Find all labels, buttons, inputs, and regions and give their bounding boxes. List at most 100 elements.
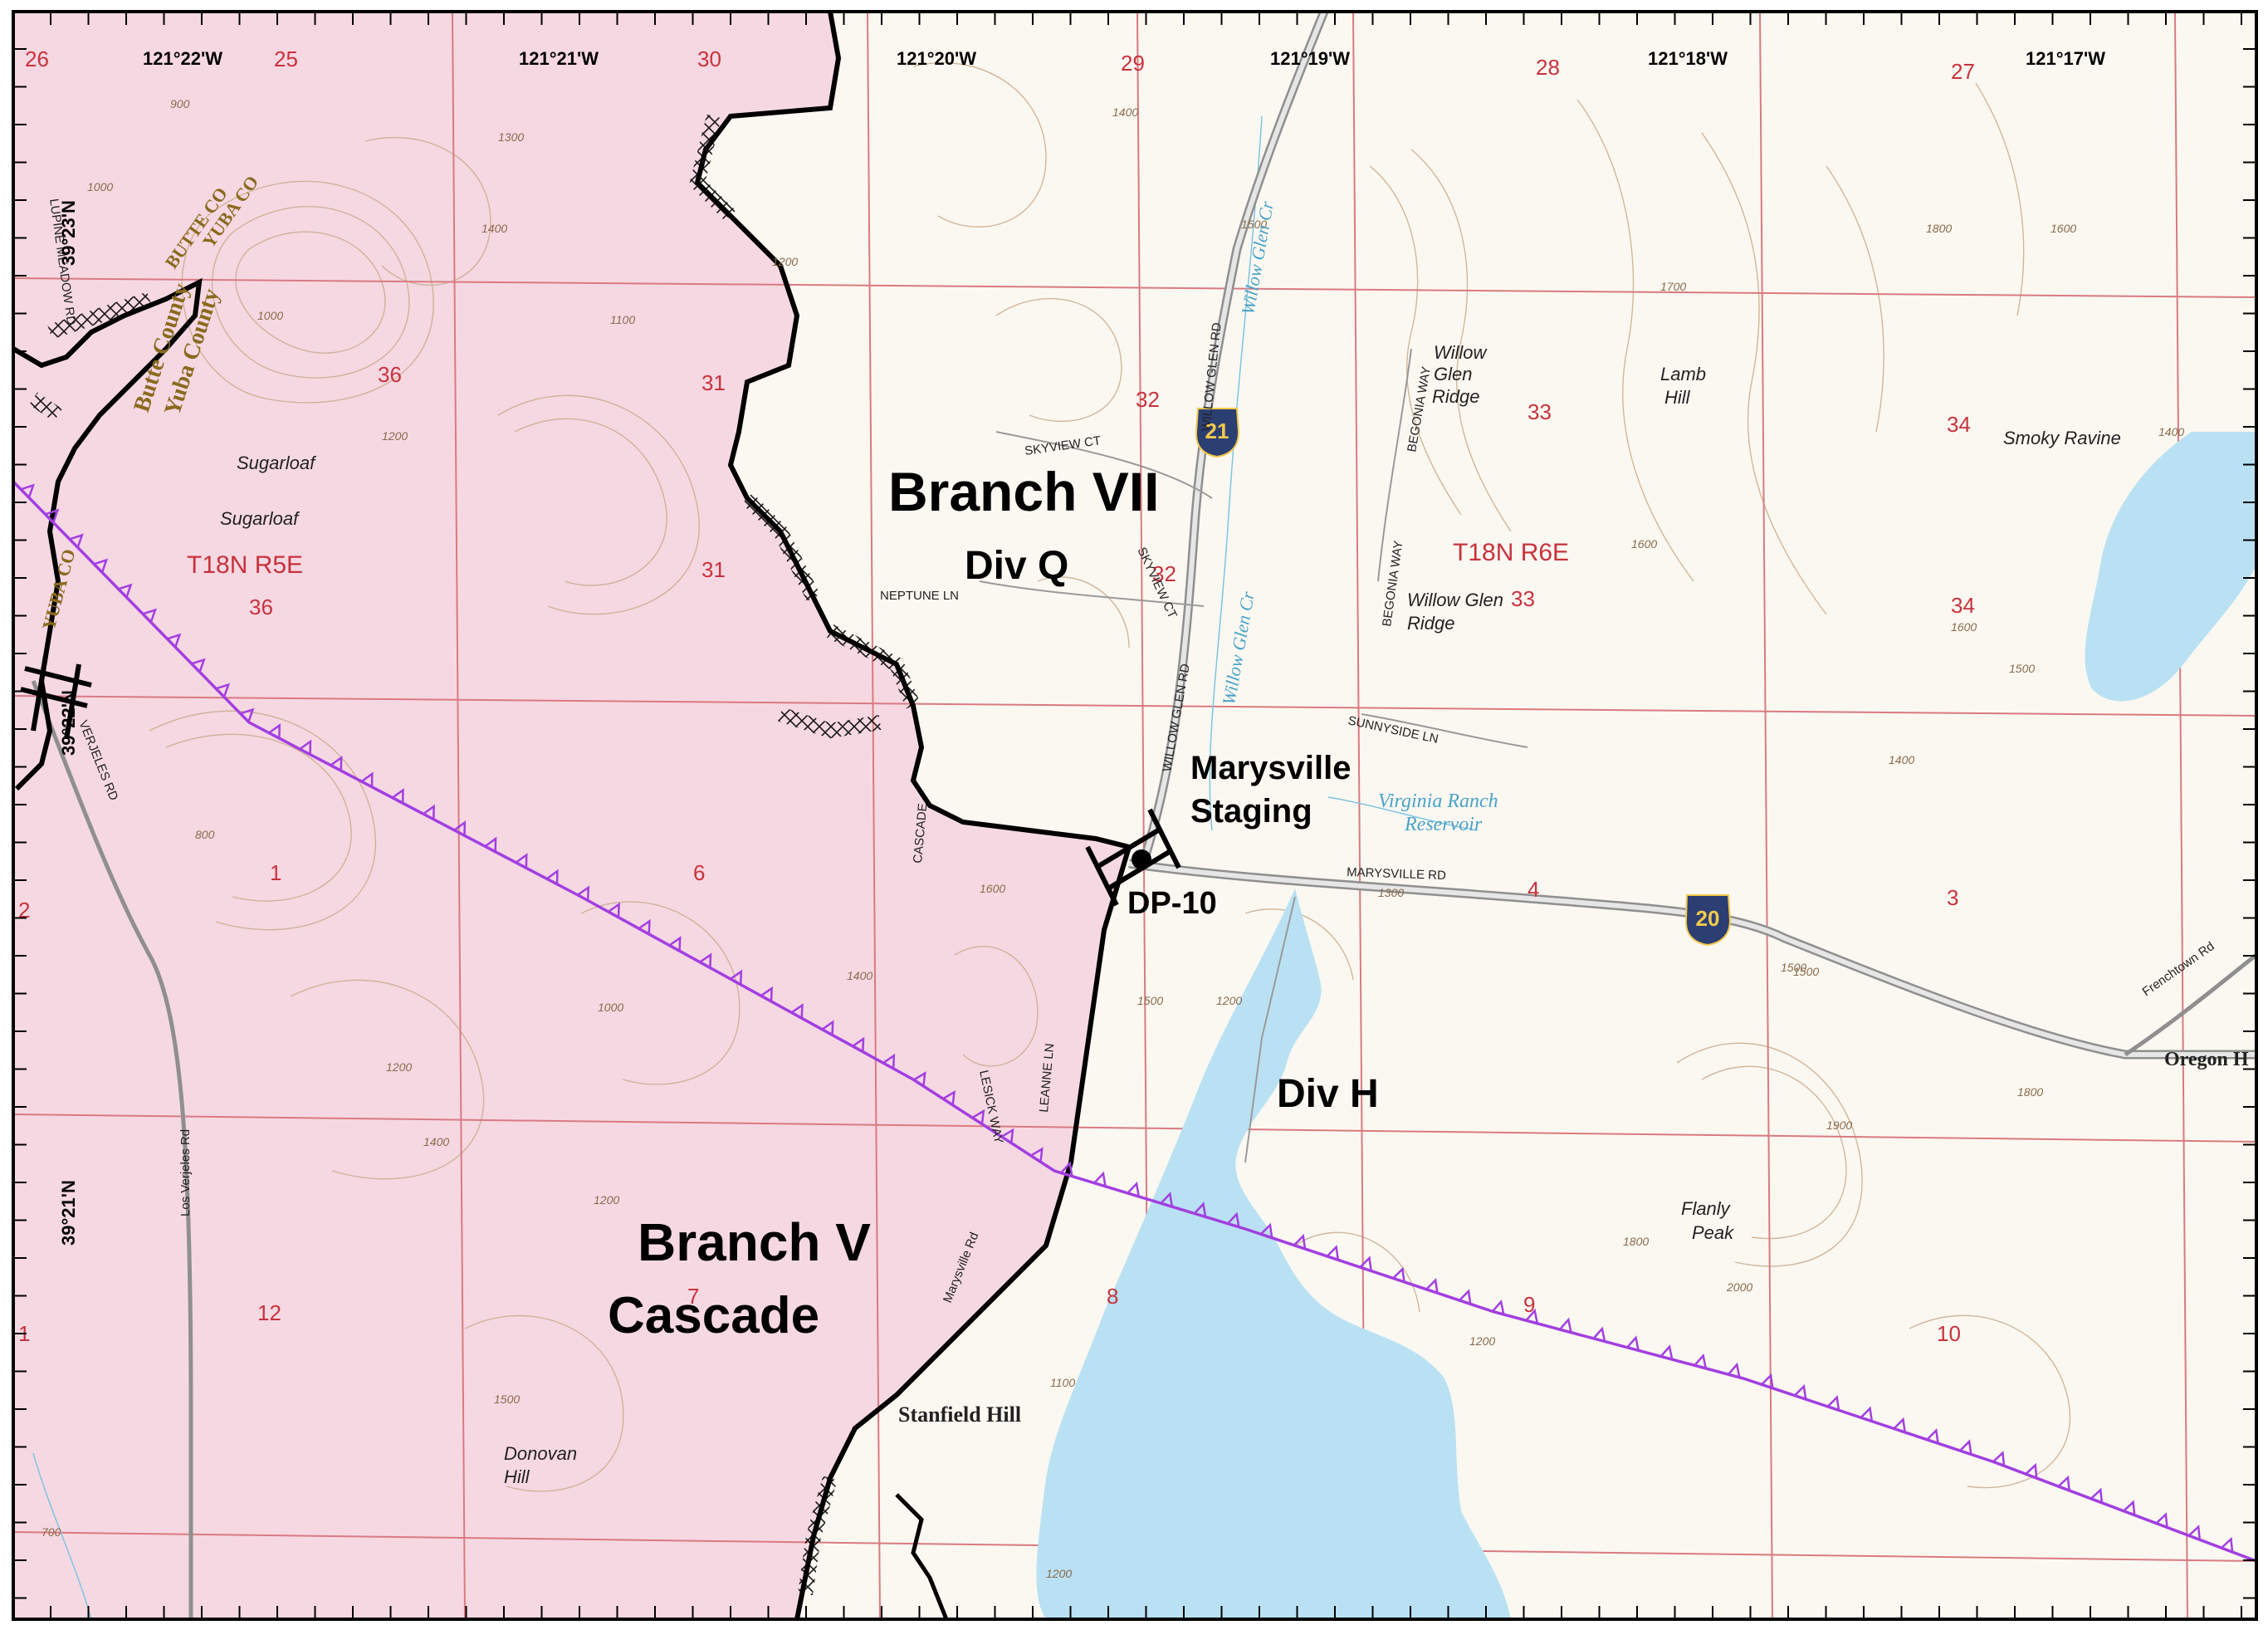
svg-text:Glen: Glen bbox=[1434, 364, 1472, 384]
virginia-ranch-label-2: Reservoir bbox=[1404, 814, 1483, 835]
svg-text:Peak: Peak bbox=[1692, 1222, 1734, 1243]
route-20-label: 20 bbox=[1696, 906, 1720, 931]
svg-text:Donovan: Donovan bbox=[504, 1443, 577, 1464]
svg-text:1200: 1200 bbox=[1469, 1334, 1495, 1348]
place-names: Sugarloaf Sugarloaf Willow Glen Ridge Wi… bbox=[220, 342, 2121, 1487]
latitude-labels: 39°23'N 39°22'N 39°21'N bbox=[58, 200, 79, 1246]
sugarloaf-label-1: Sugarloaf bbox=[237, 453, 317, 473]
svg-text:1000: 1000 bbox=[87, 180, 113, 193]
line-tick bbox=[1392, 1266, 1405, 1283]
section-33a: 33 bbox=[1527, 399, 1552, 424]
line-tick bbox=[93, 558, 109, 573]
stanfield-hill-label: Stanfield Hill bbox=[898, 1402, 1021, 1427]
frame-ticks bbox=[13, 12, 2256, 1619]
svg-text:1500: 1500 bbox=[1241, 218, 1267, 231]
line-tick bbox=[971, 1109, 985, 1124]
contour-labels: 900 1000 1300 1400 1200 1100 1000 1200 1… bbox=[42, 97, 2184, 1580]
line-tick bbox=[1060, 1161, 1073, 1177]
longitude-labels: 121°22'W 121°21'W 121°20'W 121°19'W 121°… bbox=[143, 48, 2105, 69]
svg-text:1400: 1400 bbox=[847, 969, 872, 982]
section-8: 8 bbox=[1107, 1284, 1118, 1309]
line-tick bbox=[1793, 1383, 1807, 1400]
drop-point-label: DP-10 bbox=[1127, 886, 1217, 921]
svg-text:39°21'N: 39°21'N bbox=[58, 1180, 79, 1246]
section-32b: 32 bbox=[1152, 561, 1176, 586]
svg-text:Lamb: Lamb bbox=[1660, 364, 1706, 384]
line-tick bbox=[1193, 1202, 1207, 1217]
svg-text:Willow Glen: Willow Glen bbox=[1407, 590, 1503, 610]
svg-text:1500: 1500 bbox=[494, 1393, 520, 1406]
svg-text:1800: 1800 bbox=[2017, 1085, 2043, 1099]
map-frame bbox=[12, 10, 2258, 1621]
svg-text:Willow: Willow bbox=[1434, 342, 1488, 363]
svg-text:1200: 1200 bbox=[772, 255, 798, 268]
svg-text:MARYSVILLE RD: MARYSVILLE RD bbox=[1347, 865, 1446, 883]
creeks bbox=[32, 115, 1479, 1619]
contingency-line-ticks bbox=[20, 483, 2234, 1553]
line-tick bbox=[1491, 1299, 1505, 1315]
line-tick bbox=[392, 788, 404, 804]
section-3: 3 bbox=[1947, 885, 1958, 910]
line-tick bbox=[240, 707, 255, 722]
roads bbox=[31, 12, 2256, 1619]
svg-text:1400: 1400 bbox=[2158, 425, 2184, 438]
line-tick bbox=[668, 936, 682, 952]
contingency-line bbox=[13, 480, 2256, 1563]
div-h-label: Div H bbox=[1277, 1072, 1379, 1116]
reservoir-lake bbox=[1036, 888, 1511, 1619]
svg-text:900: 900 bbox=[170, 97, 190, 110]
line-tick bbox=[1293, 1233, 1307, 1250]
los-verjeles-road bbox=[31, 680, 193, 1619]
contour-lines bbox=[149, 62, 2071, 1492]
line-tick bbox=[882, 1053, 896, 1069]
section-33b: 33 bbox=[1511, 586, 1535, 611]
line-tick bbox=[2221, 1536, 2234, 1553]
line-tick bbox=[167, 633, 182, 648]
svg-text:121°19'W: 121°19'W bbox=[1270, 48, 1350, 69]
line-tick bbox=[69, 533, 84, 548]
line-tick bbox=[852, 1036, 865, 1052]
line-tick bbox=[1626, 1335, 1640, 1351]
line-tick bbox=[453, 820, 467, 836]
line-tick bbox=[1459, 1289, 1472, 1304]
section-10: 10 bbox=[1937, 1321, 1961, 1346]
section-12: 12 bbox=[257, 1300, 281, 1325]
sugarloaf-label-2: Sugarloaf bbox=[220, 508, 301, 529]
staging-symbol bbox=[1085, 808, 1181, 907]
section-6: 6 bbox=[693, 860, 705, 885]
section-31a: 31 bbox=[701, 370, 726, 395]
line-tick bbox=[1926, 1428, 1939, 1444]
line-tick bbox=[118, 583, 133, 598]
svg-text:39°22'N: 39°22'N bbox=[58, 690, 79, 756]
line-tick bbox=[699, 952, 712, 968]
line-tick bbox=[299, 739, 312, 755]
line-tick bbox=[730, 969, 743, 985]
route-20-shield: 20 bbox=[1684, 894, 1732, 947]
svg-text:1400: 1400 bbox=[1889, 753, 1914, 766]
branch-vii-label: Branch VII bbox=[888, 461, 1159, 522]
svg-text:1400: 1400 bbox=[481, 222, 507, 235]
line-tick bbox=[2025, 1462, 2038, 1479]
section-grid bbox=[13, 12, 2256, 1619]
line-tick bbox=[2057, 1475, 2070, 1491]
svg-text:1800: 1800 bbox=[1926, 222, 1952, 235]
line-tick bbox=[638, 918, 651, 935]
oregon-label: Oregon H bbox=[2164, 1049, 2249, 1070]
line-tick bbox=[1727, 1362, 1741, 1378]
svg-text:1200: 1200 bbox=[1216, 994, 1242, 1007]
svg-text:1800: 1800 bbox=[1623, 1235, 1649, 1248]
svg-text:1600: 1600 bbox=[1951, 620, 1977, 634]
svg-text:Ridge: Ridge bbox=[1432, 386, 1479, 407]
section-34a: 34 bbox=[1947, 412, 1971, 437]
svg-text:NEPTUNE LN: NEPTUNE LN bbox=[880, 589, 959, 603]
svg-text:700: 700 bbox=[42, 1525, 61, 1539]
svg-text:1100: 1100 bbox=[610, 313, 635, 326]
perimeter-hatching bbox=[29, 114, 921, 1596]
township-east: T18N R6E bbox=[1453, 539, 1569, 566]
section-1: 1 bbox=[270, 860, 281, 885]
svg-text:1200: 1200 bbox=[594, 1193, 619, 1207]
section-32a: 32 bbox=[1136, 387, 1160, 412]
line-tick bbox=[577, 885, 590, 901]
route-21-shield: 21 bbox=[1195, 408, 1240, 458]
